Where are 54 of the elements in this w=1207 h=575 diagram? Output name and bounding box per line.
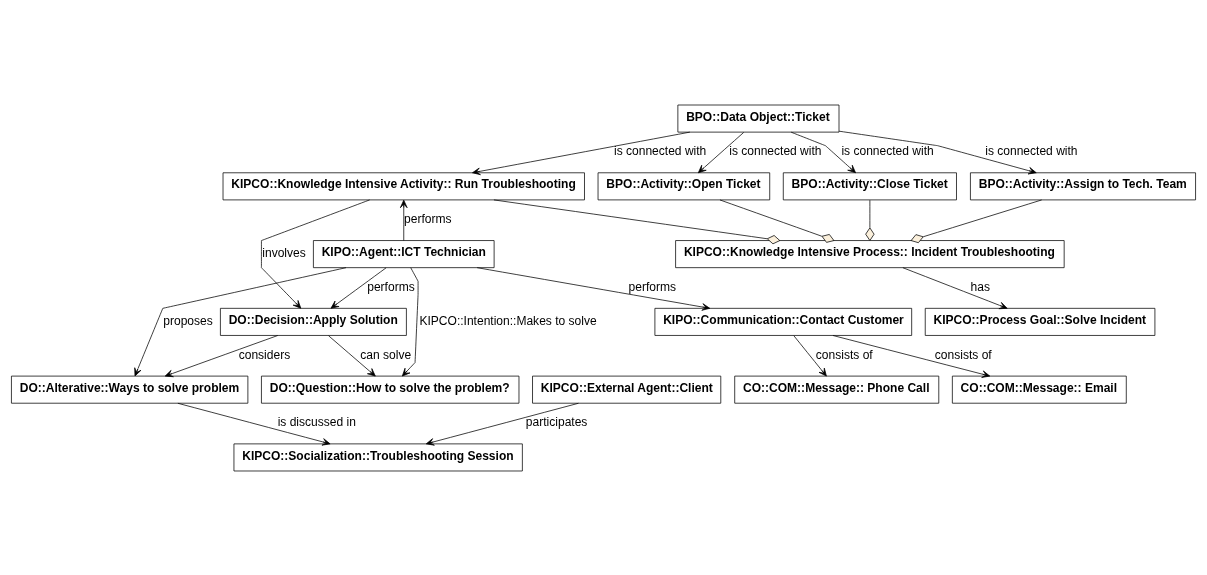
connector xyxy=(910,199,1043,243)
node-box: KIPCO::Socialization::Troubleshooting Session xyxy=(233,443,523,471)
node-box: KIPCO::Process Goal::Solve Incident xyxy=(924,307,1156,336)
connector xyxy=(719,199,835,243)
node-box: BPO::Activity::Assign to Tech. Team xyxy=(970,171,1196,200)
edge-label: performs xyxy=(404,211,452,226)
arrow xyxy=(476,266,711,311)
edge-label: performs xyxy=(628,279,676,294)
node-box: BPO::Activity::Close Ticket xyxy=(782,171,957,200)
arrow xyxy=(164,334,279,377)
arrow xyxy=(330,266,387,309)
edge-label: is connected with xyxy=(841,143,934,158)
edge-label: is connected with xyxy=(614,143,707,158)
edge-label: performs xyxy=(367,279,415,294)
node-box: BPO::Data Object::Ticket xyxy=(677,104,840,132)
edge-label: participates xyxy=(525,414,588,429)
node-box: DO::Decision::Apply Solution xyxy=(220,307,407,336)
arrow xyxy=(472,131,691,175)
arrow xyxy=(790,131,856,173)
edge-label: considers xyxy=(238,347,291,362)
arrow xyxy=(902,266,1008,309)
arrow xyxy=(328,334,376,376)
edge-label: has xyxy=(970,279,990,294)
node-box: CO::COM::Message:: Phone Call xyxy=(734,375,940,404)
arrow xyxy=(838,130,1037,174)
arrow xyxy=(177,402,331,446)
edge-label: is discussed in xyxy=(277,414,356,429)
edge-label: KIPCO::Intention::Makes to solve xyxy=(419,313,597,328)
node-box: BPO::Activity::Open Ticket xyxy=(597,171,771,200)
node-box: KIPCO::External Agent::Client xyxy=(532,375,722,404)
arrow xyxy=(793,334,827,376)
arrow xyxy=(401,266,419,376)
arrow xyxy=(400,199,408,241)
arrow xyxy=(697,131,745,173)
connector xyxy=(493,199,781,244)
connector xyxy=(865,199,875,241)
edge-label: consists of xyxy=(815,347,873,362)
arrow xyxy=(261,199,371,309)
edge-label: involves xyxy=(262,245,306,260)
arrow xyxy=(832,334,991,378)
edge-label: is connected with xyxy=(729,143,822,158)
node-box: CO::COM::Message:: Email xyxy=(951,375,1127,404)
node-box: KIPO::Agent::ICT Technician xyxy=(313,239,495,268)
edge-label: consists of xyxy=(934,347,992,362)
edge-label: is connected with xyxy=(985,143,1078,158)
node-box: DO::Question::How to solve the problem? xyxy=(261,375,520,404)
node-box: KIPO::Communication::Contact Customer xyxy=(654,307,913,336)
arrow xyxy=(134,266,347,376)
edge-label: can solve xyxy=(360,347,412,362)
node-box: KIPCO::Knowledge Intensive Process:: Incident Troubleshooting xyxy=(675,239,1065,268)
edge-label: proposes xyxy=(163,313,213,328)
node-box: KIPCO::Knowledge Intensive Activity:: Run Troubleshooting xyxy=(222,171,585,200)
node-box: DO::Alterative::Ways to solve problem xyxy=(11,375,249,404)
arrow xyxy=(425,402,579,446)
